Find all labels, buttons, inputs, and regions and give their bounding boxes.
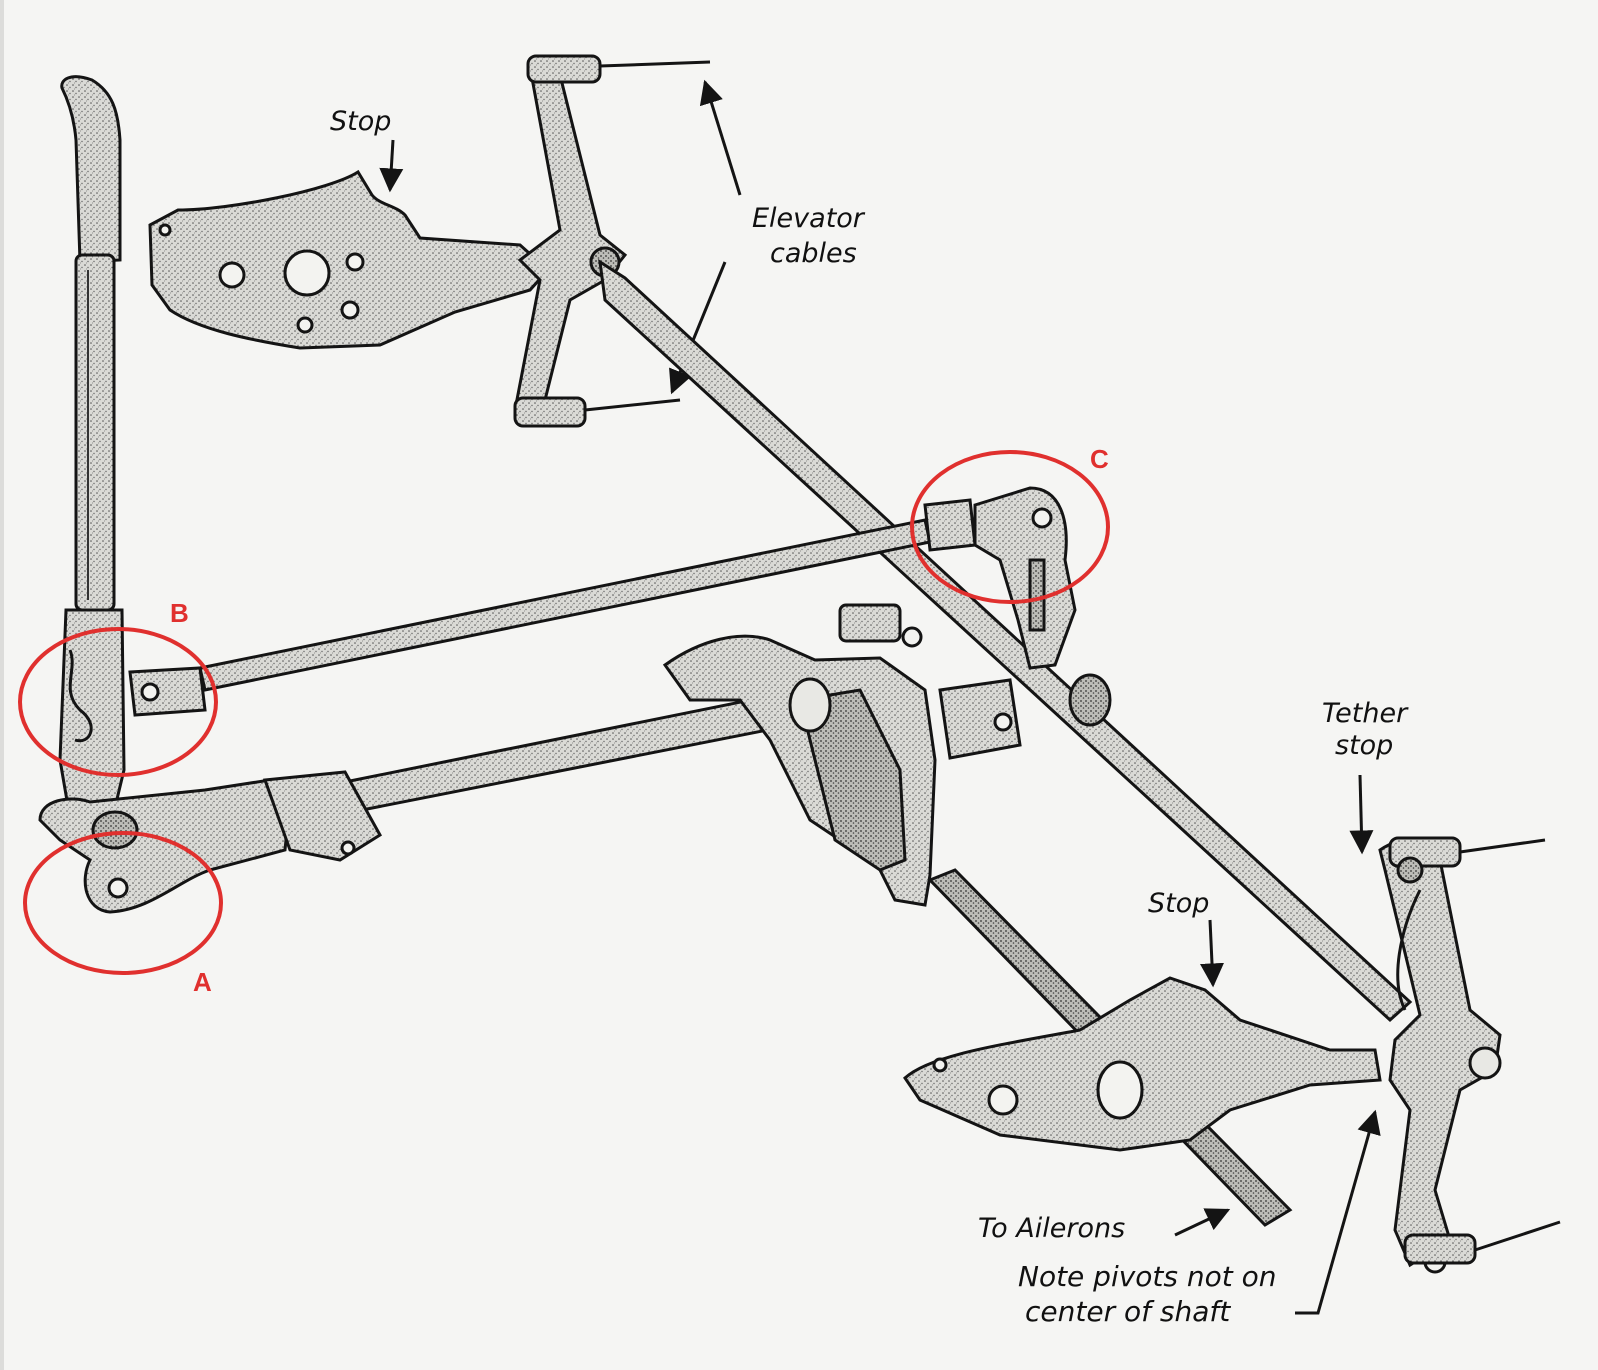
clevis-b xyxy=(68,649,207,743)
lower-stop-plate xyxy=(903,976,1382,1152)
label-stop-top: Stop xyxy=(330,106,392,137)
tether-stop-arrow xyxy=(1349,774,1374,855)
to-ailerons-arrow xyxy=(1174,1208,1231,1237)
marker-letter-b: B xyxy=(170,598,189,628)
horn-c xyxy=(923,486,1077,670)
lower-elevator-bellcrank xyxy=(1378,836,1502,1274)
label-note-line-2: center of shaft xyxy=(1025,1295,1231,1328)
lower-cross-shaft xyxy=(343,688,810,814)
note-pivots-arrow xyxy=(1295,1109,1381,1315)
label-tether-stop-1: Tether xyxy=(1322,698,1408,729)
label-elevator-cables-1: Elevator xyxy=(752,203,864,234)
label-elevator-cables-2: cables xyxy=(770,238,857,269)
label-stop-bottom: Stop xyxy=(1148,888,1210,919)
lower-elevator-cables xyxy=(1396,838,1561,1252)
marker-circle-a xyxy=(23,831,223,975)
marker-circle-c xyxy=(910,450,1110,604)
label-tether-stop-2: stop xyxy=(1335,730,1394,761)
upper-stop-arrow xyxy=(379,139,404,193)
marker-circle-b xyxy=(18,627,218,777)
elevator-cables xyxy=(584,60,742,412)
center-bearing-pylon xyxy=(662,603,1112,907)
page-edge xyxy=(0,0,4,1370)
marker-letter-a: A xyxy=(193,967,212,997)
upper-stop-plate xyxy=(148,169,551,350)
stick-base-crank xyxy=(38,770,383,914)
upper-elevator-bellcrank xyxy=(513,54,628,428)
label-to-ailerons: To Ailerons xyxy=(978,1213,1126,1244)
lower-stop-arrow xyxy=(1200,919,1224,988)
marker-letter-c: C xyxy=(1090,444,1109,474)
control-stick xyxy=(58,75,126,822)
elevator-torque-tube xyxy=(598,258,1413,1023)
label-note-line-1: Note pivots not on xyxy=(1018,1260,1277,1293)
